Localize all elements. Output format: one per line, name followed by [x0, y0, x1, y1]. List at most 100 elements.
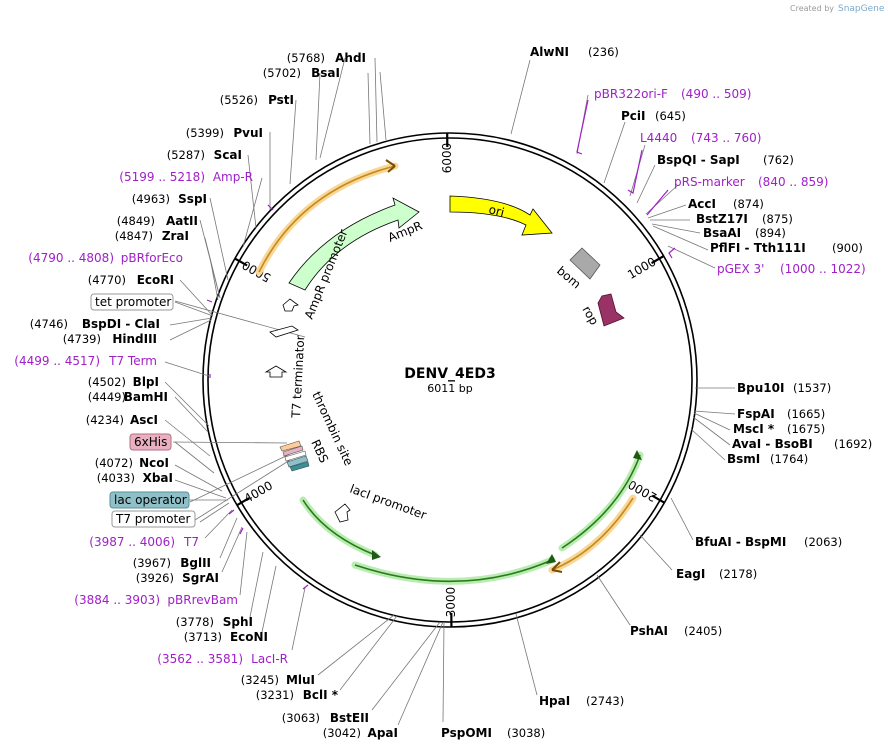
site-name-L4440: L4440 — [640, 131, 677, 145]
site-name-PciI: PciI — [621, 109, 646, 123]
site-pos-ScaI: (5287) — [167, 148, 205, 162]
site-name-BsmI: BsmI — [727, 452, 760, 466]
site-pos-T7: (3987 .. 4006) — [89, 535, 175, 549]
site-pos-BsaI: (5702) — [263, 66, 301, 80]
site-name-BstEII: BstEII — [330, 711, 369, 725]
site-name-HindIII: HindIII — [112, 332, 157, 346]
feature-label-rop: rop — [579, 304, 601, 328]
site-name-BfuAI-BspMI: BfuAI - BspMI — [695, 535, 786, 549]
site-pos-BsaAI: (894) — [755, 226, 786, 240]
site-name-EcoNI: EcoNI — [230, 630, 268, 644]
site-pos-AscI: (4234) — [86, 413, 124, 427]
site-pos-ZraI: (4847) — [115, 229, 153, 243]
site-name-HpaI: HpaI — [539, 694, 570, 708]
credit-prefix: Created by — [790, 4, 834, 13]
site-pos-BspDI-ClaI: (4746) — [30, 317, 68, 331]
site-name-EagI: EagI — [676, 567, 705, 581]
site-name-MscI: MscI * — [733, 422, 775, 436]
AmpR-promoter-arrow — [282, 298, 299, 312]
site-name-Bpu10I: Bpu10I — [737, 381, 784, 395]
site-pos-pBRrevBam: (3884 .. 3903) — [74, 593, 160, 607]
site-pos-BstZ17I: (875) — [762, 212, 793, 226]
site-name-BsaAI: BsaAI — [703, 226, 741, 240]
AmpR-arrow — [288, 197, 420, 291]
site-name-BlpI: BlpI — [133, 375, 159, 389]
tet-promoter-box — [90, 293, 174, 311]
tet-promoter-label: tet promoter — [95, 295, 171, 309]
lac-operator-label-box — [109, 491, 190, 509]
site-pos-MluI: (3245) — [241, 673, 279, 687]
site-name-pBRforEco: pBRforEco — [121, 251, 183, 265]
site-name-AatII: AatII — [166, 214, 198, 228]
6xHis-label-box — [129, 433, 172, 451]
site-pos-SphI: (3778) — [176, 615, 214, 629]
feature-label-RBS: RBS — [308, 437, 331, 465]
tick-label-4000: 4000 — [242, 478, 275, 506]
site-name-T7-Term: T7 Term — [108, 354, 157, 368]
site-pos-AlwNI: (236) — [588, 45, 619, 59]
site-pos-EagI: (2178) — [719, 567, 757, 581]
T7-terminator-mark — [269, 325, 299, 338]
T7-terminator-arrow — [264, 365, 288, 378]
site-name-pRS-marker: pRS-marker — [674, 175, 745, 189]
feature-label-T7-terminator: T7 terminator — [289, 335, 307, 419]
site-pos-T7-Term: (4499 .. 4517) — [14, 354, 100, 368]
site-pos-MscI: (1675) — [787, 422, 825, 436]
site-pos-AccI: (874) — [733, 197, 764, 211]
site-name-NcoI: NcoI — [139, 456, 169, 470]
site-pos-Amp-R: (5199 .. 5218) — [119, 170, 205, 184]
lacI-segment-2 — [354, 559, 553, 583]
site-name-BspDI-ClaI: BspDI - ClaI — [82, 317, 160, 331]
6xHis-label: 6xHis — [134, 435, 167, 449]
site-name-T7: T7 — [183, 535, 199, 549]
site-name-AvaI-BsoBI: AvaI - BsoBI — [732, 437, 813, 451]
feature-label-ori: ori — [487, 202, 506, 219]
site-name-XbaI: XbaI — [143, 471, 173, 485]
site-name-BamHI: BamHI — [124, 390, 168, 404]
thrombin-site-box — [279, 440, 302, 452]
backbone — [202, 132, 698, 628]
site-pos-pRS-marker: (840 .. 859) — [758, 175, 828, 189]
tick-mark-1000 — [651, 255, 665, 265]
tick-label-1000: 1000 — [625, 254, 658, 281]
site-pos-FspAI: (1665) — [787, 407, 825, 421]
site-pos-BspQI-SapI: (762) — [763, 153, 794, 167]
site-name-AlwNI: AlwNI — [530, 45, 569, 59]
site-name-SgrAI: SgrAI — [182, 571, 219, 585]
credit-brand: SnapGene — [838, 4, 885, 14]
site-pos-XbaI: (4033) — [97, 471, 135, 485]
site-name-AhdI: AhdI — [335, 51, 366, 65]
site-name-SspI: SspI — [178, 192, 207, 206]
site-labels: AlwNI (236) pBR322ori-F (490 .. 509) Pci… — [14, 45, 872, 740]
tick-label-6000: 6000 — [440, 143, 454, 174]
orange-backbone-arc — [551, 497, 634, 571]
site-name-AscI: AscI — [130, 413, 158, 427]
lacI-segment-glow-3 — [299, 496, 379, 559]
site-name-ZraI: ZraI — [162, 229, 189, 243]
site-pos-pBRforEco: (4790 .. 4808) — [28, 251, 114, 265]
bom-box — [569, 247, 601, 280]
lacI-segment-1 — [561, 454, 641, 549]
site-name-pBR322ori-F: pBR322ori-F — [594, 87, 668, 101]
site-pos-L4440: (743 .. 760) — [691, 131, 761, 145]
RBS-box — [284, 450, 307, 462]
T7-promoter-box — [289, 461, 310, 472]
site-pos-AatII: (4849) — [117, 214, 155, 228]
ori-arrow — [449, 195, 553, 236]
tick-mark-2000 — [651, 494, 665, 504]
rop-arrow — [597, 293, 625, 327]
primer-markers — [206, 99, 676, 590]
site-pos-SspI: (4963) — [132, 192, 170, 206]
site-pos-NcoI: (4072) — [95, 456, 133, 470]
site-pos-pBR322ori-F: (490 .. 509) — [681, 87, 751, 101]
site-name-PflFI-Tth111I: PflFI - Tth111I — [710, 241, 806, 255]
tick-mark-5000 — [234, 257, 248, 267]
lacI-segment-3 — [302, 499, 376, 556]
site-pos-BsmI: (1764) — [770, 452, 808, 466]
site-name-BstZ17I: BstZ17I — [696, 212, 748, 226]
site-pos-BglII: (3967) — [133, 556, 171, 570]
site-name-SphI: SphI — [223, 615, 253, 629]
site-name-PvuI: PvuI — [233, 126, 263, 140]
site-name-BclI: BclI * — [303, 688, 339, 702]
